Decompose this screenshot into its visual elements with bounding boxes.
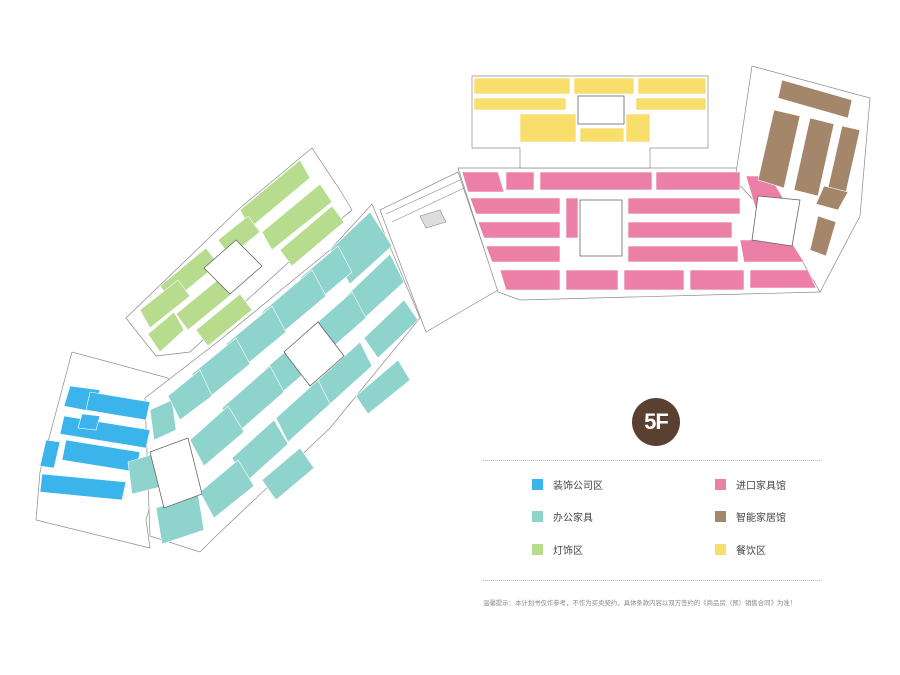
legend-item-office: 办公家具 (532, 509, 593, 524)
legend-label: 餐饮区 (736, 545, 766, 557)
lighting-swatch (532, 543, 543, 555)
decoration-swatch (532, 478, 543, 490)
smarthome-swatch (715, 510, 726, 522)
legend-label: 灯饰区 (553, 545, 583, 557)
legend-label: 装饰公司区 (553, 480, 603, 492)
floor-badge: 5F (632, 398, 680, 446)
legend-top-divider (483, 460, 820, 461)
legend-label: 智能家居馆 (736, 512, 786, 524)
dining-swatch (715, 543, 726, 555)
disclaimer-note: 温馨提示：本计划书仅作参考，不作为买卖契约，具体条款内容以双方签约的《商品房（预… (483, 599, 797, 607)
legend-item-lighting: 灯饰区 (532, 542, 583, 557)
legend-label: 进口家具馆 (736, 480, 786, 492)
legend-item-decoration: 装饰公司区 (532, 477, 603, 492)
legend-label: 办公家具 (553, 512, 593, 524)
imported-swatch (715, 478, 726, 490)
legend-item-smarthome: 智能家居馆 (715, 509, 786, 524)
legend-bottom-divider (483, 580, 820, 581)
office-atrium-south (149, 437, 203, 509)
dining-atrium (577, 95, 625, 125)
imported-atrium (579, 199, 623, 257)
lighting-atrium (203, 239, 263, 295)
legend-item-imported: 进口家具馆 (715, 477, 786, 492)
legend-item-dining: 餐饮区 (715, 542, 766, 557)
office-atrium-north (283, 321, 345, 387)
smarthome-atrium (751, 195, 801, 247)
office-swatch (532, 510, 543, 522)
